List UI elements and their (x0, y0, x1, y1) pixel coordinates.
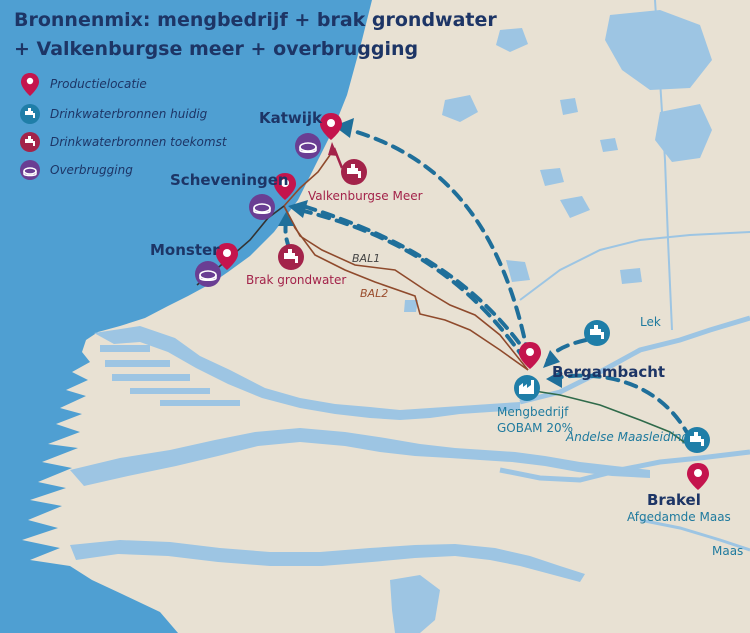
monster-location-pin-icon (216, 243, 238, 270)
andelse-maasleiding-label: Andelse Maasleiding (565, 430, 690, 444)
hollands-diep (70, 540, 585, 582)
pipeline-valkenburg (283, 154, 331, 207)
scheveningen-location-pin-icon (274, 173, 296, 200)
brakel-location-pin-icon (687, 463, 709, 490)
arrowhead-katwijk (334, 118, 354, 138)
arrowhead-maas (546, 370, 562, 388)
scheveningen-label: Scheveningen (170, 171, 289, 189)
katwijk-overbrugging-marker (295, 133, 321, 159)
bal2-label: BAL2 (360, 287, 388, 300)
reservoir-icon (20, 160, 40, 180)
rhine-upper (519, 231, 750, 301)
maas-label: Maas (712, 544, 743, 558)
monster-overbrugging-marker (195, 261, 221, 287)
location-pin-icon (21, 73, 39, 96)
brakel-tap-icon (684, 427, 710, 453)
katwijk-label: Katwijk (259, 109, 323, 127)
maas-river (499, 449, 750, 483)
flow-arrows (278, 118, 692, 440)
valkenburgse-meer-label: Valkenburgse Meer (308, 189, 423, 203)
legend-item-productielocatie: Productielocatie (21, 73, 147, 96)
monster-label: Monster (150, 241, 220, 259)
legend-label-drinkwater-toekomst: Drinkwaterbronnen toekomst (50, 135, 228, 149)
haringvliet (70, 428, 650, 486)
bal1-label: BAL1 (352, 252, 380, 265)
pipeline-bal2 (283, 205, 529, 371)
volkerak (390, 575, 440, 633)
scheveningen-overbrugging-marker (249, 194, 275, 220)
north-sea (0, 0, 372, 633)
katwijk-location-pin-icon (320, 113, 342, 140)
lek-river (519, 315, 750, 405)
mengbedrijf-factory-icon (514, 375, 540, 401)
pipeline-bal1 (283, 205, 529, 371)
legend: Productielocatie Drinkwaterbronnen huidi… (20, 73, 228, 180)
harbor-docks (100, 345, 240, 406)
inland-lakes (404, 10, 712, 312)
mengbedrijf-label-line1: Mengbedrijf (497, 405, 569, 419)
map-title-line2: + Valkenburgse meer + overbrugging (14, 38, 418, 60)
map-title-line1: Bronnenmix: mengbedrijf + brak grondwate… (14, 9, 497, 31)
legend-item-drinkwater-huidig: Drinkwaterbronnen huidig (20, 104, 208, 124)
legend-item-overbrugging: Overbrugging (20, 160, 133, 180)
water-tap-icon (20, 132, 40, 152)
water-tap-icon (20, 104, 40, 124)
arrowhead-brak (278, 212, 294, 226)
valkenburgse-meer-tap-icon (341, 159, 367, 185)
legend-label-overbrugging: Overbrugging (50, 163, 133, 177)
afgedamde-maas-river (639, 518, 750, 552)
afgedamde-maas-label: Afgedamde Maas (627, 510, 731, 524)
lek-tap-icon (584, 320, 610, 346)
legend-label-drinkwater-huidig: Drinkwaterbronnen huidig (50, 107, 208, 121)
arrowhead-scheveningen (288, 200, 308, 218)
lek-label: Lek (640, 315, 661, 329)
brak-grondwater-tap-icon (278, 244, 304, 270)
valkenburg-arrowhead (328, 142, 338, 156)
legend-item-drinkwater-toekomst: Drinkwaterbronnen toekomst (20, 132, 228, 152)
brak-grondwater-label: Brak grondwater (246, 273, 346, 287)
arrowhead-lek (543, 350, 560, 368)
nieuwe-waterweg (94, 326, 520, 420)
bergambacht-location-pin-icon (519, 342, 541, 369)
brakel-label: Brakel (647, 491, 701, 509)
bergambacht-label: Bergambacht (552, 363, 665, 381)
mengbedrijf-label-line2: GOBAM 20% (497, 421, 573, 435)
andelse-maasleiding (527, 389, 696, 451)
legend-label-productielocatie: Productielocatie (50, 77, 147, 91)
